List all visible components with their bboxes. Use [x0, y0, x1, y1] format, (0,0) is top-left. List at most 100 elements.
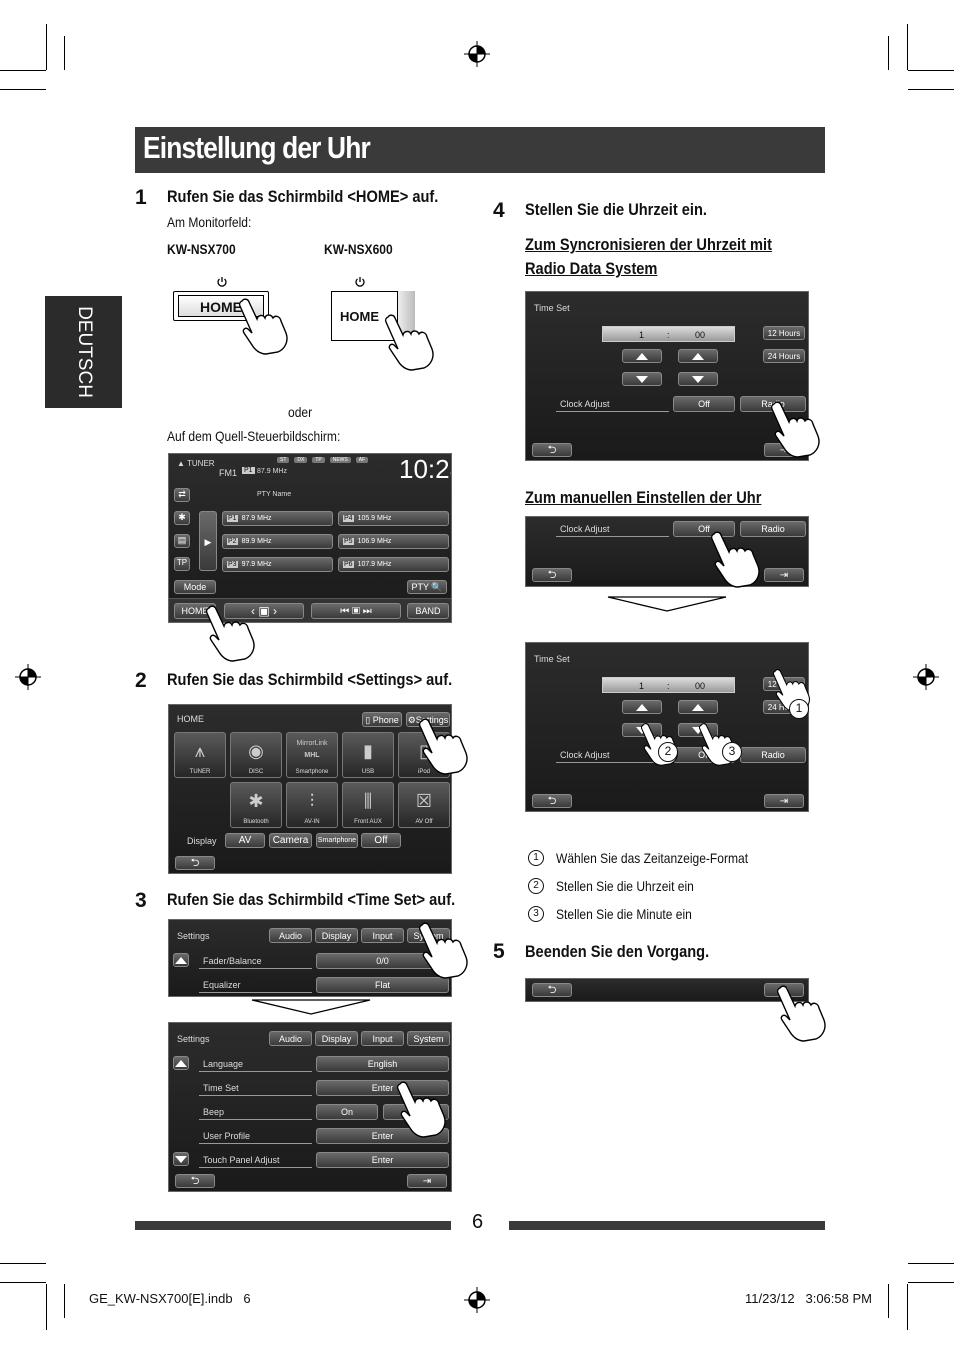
setting-value-button[interactable]: Flat [316, 977, 449, 993]
setting-value-button[interactable]: Enter [316, 1152, 449, 1168]
setting-value-button[interactable]: English [316, 1056, 449, 1072]
home-tile-bluetooth[interactable]: ✱Bluetooth [230, 782, 282, 828]
tuner-band: FM1 [219, 468, 237, 478]
home-tile-front-aux[interactable]: ⫼Front AUX [342, 782, 394, 828]
tile-label: AV Off [415, 819, 433, 825]
exit-button[interactable]: ⇥ [764, 568, 804, 582]
clock-adjust-off-button[interactable]: Off [673, 396, 735, 412]
display-av-button[interactable]: AV [225, 833, 265, 848]
tp-button[interactable]: TP [174, 557, 190, 571]
preset-number: P4 [343, 515, 354, 522]
language-tab: DEUTSCH [45, 296, 122, 408]
exit-button[interactable]: ⇥ [407, 1174, 447, 1188]
hour-up-button[interactable] [622, 700, 662, 714]
band-button[interactable]: BAND [407, 603, 449, 619]
track-buttons[interactable]: ⏮ ▣ ⏭ [311, 603, 401, 619]
tab-display[interactable]: Display [315, 928, 358, 943]
preset-number: P2 [227, 538, 238, 545]
back-button[interactable]: ⮌ [532, 983, 572, 997]
tab-input[interactable]: Input [361, 1031, 404, 1046]
tile-icon: ▮ [363, 741, 373, 761]
mirrorlink-label: MirrorLink [296, 740, 328, 747]
preset-number: P6 [343, 561, 354, 568]
back-button[interactable]: ⮌ [175, 1174, 215, 1188]
setting-label: Equalizer [203, 980, 241, 990]
tab-display[interactable]: Display [315, 1031, 358, 1046]
tab-system[interactable]: System [407, 1031, 450, 1046]
minute-down-button[interactable] [678, 372, 718, 386]
step-number-3: 3 [135, 889, 147, 912]
hour-up-button[interactable] [622, 349, 662, 363]
tab-audio[interactable]: Audio [269, 928, 312, 943]
tab-input[interactable]: Input [361, 928, 404, 943]
seek-buttons[interactable]: ‹ ▣ › [224, 603, 304, 619]
source-switch-button[interactable]: ⇄ [174, 488, 190, 502]
home-tile-tuner[interactable]: ⩚TUNER [174, 732, 226, 778]
back-button[interactable]: ⮌ [532, 443, 572, 457]
setting-value-button[interactable]: Enter [316, 1080, 449, 1096]
scroll-up-button[interactable] [173, 953, 189, 967]
time-set-title: Time Set [534, 303, 570, 313]
setting-underline [199, 1095, 312, 1096]
scroll-up-button[interactable] [173, 1056, 189, 1070]
setting-label: Beep [203, 1107, 225, 1117]
step-number-1: 1 [135, 186, 147, 209]
clock-adjust-radio-button[interactable]: Radio [740, 747, 806, 763]
exit-button[interactable]: ⇥ [764, 794, 804, 808]
registration-mark-right [913, 664, 939, 690]
display-camera-button[interactable]: Camera [269, 833, 312, 848]
step-number-5: 5 [493, 940, 505, 963]
home-tile-disc[interactable]: ◉DISC [230, 732, 282, 778]
tab-audio[interactable]: Audio [269, 1031, 312, 1046]
back-button[interactable]: ⮌ [532, 568, 572, 582]
tuner-preset-badge: P1 [242, 467, 255, 474]
mode-button[interactable]: Mode [174, 580, 216, 594]
clock-adjust-label: Clock Adjust [560, 399, 610, 409]
setting-value-button[interactable]: On [316, 1104, 378, 1120]
legend-number: 3 [528, 905, 544, 922]
step4-sub-a-line2: Radio Data System [525, 259, 658, 278]
setting-label: Language [203, 1059, 244, 1069]
bluetooth-button[interactable]: ✱ [174, 511, 190, 525]
tile-label: DISC [248, 769, 264, 775]
tuner-indicator-tag: DX [294, 457, 308, 463]
display-smartphone-button[interactable]: Smartphone [316, 833, 358, 848]
legend-text: Stellen Sie die Minute ein [556, 905, 692, 922]
scroll-down-button[interactable] [173, 1152, 189, 1166]
phone-button[interactable]: ▯ Phone [362, 712, 402, 727]
oder-text: oder [288, 404, 313, 420]
minute-up-button[interactable] [678, 700, 718, 714]
hour-down-button[interactable] [622, 372, 662, 386]
pointing-hand-icon [710, 531, 760, 588]
tile-label: USB [361, 769, 375, 775]
tile-icon: ⫼ [363, 791, 373, 811]
home-tile-av-in[interactable]: ⫶AV-IN [286, 782, 338, 828]
back-button[interactable]: ⮌ [532, 794, 572, 808]
clock-adjust-radio-button[interactable]: Radio [740, 521, 806, 537]
home-hardware-button-b-label: HOME [340, 309, 379, 324]
back-button[interactable]: ⮌ [175, 856, 215, 870]
pointing-hand-icon [205, 605, 255, 662]
minute-up-button[interactable] [678, 349, 718, 363]
pointing-hand-icon [238, 298, 288, 355]
12-hours-button[interactable]: 12 Hours [763, 326, 805, 340]
display-off-button[interactable]: Off [361, 833, 401, 848]
equalizer-button[interactable]: ▤ [174, 534, 190, 548]
home-tile-usb[interactable]: ▮ USB [342, 732, 394, 778]
setting-underline [199, 1119, 312, 1120]
pty-search-button[interactable]: PTY 🔍 [407, 580, 447, 594]
preset-list-toggle[interactable]: ▶ [199, 511, 217, 571]
legend-text: Stellen Sie die Uhrzeit ein [556, 877, 694, 894]
home-tile-av-off[interactable]: ☒AV Off [398, 782, 450, 828]
24-hours-button[interactable]: 24 Hours [763, 349, 805, 363]
tuner-source-label: ▲ TUNER [177, 459, 215, 468]
